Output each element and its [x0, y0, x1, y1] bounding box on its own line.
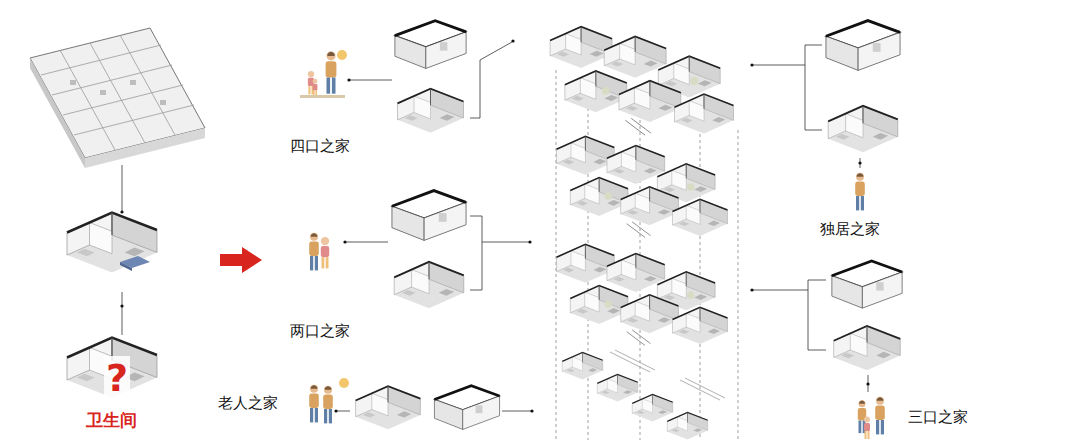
ground-level [562, 350, 725, 439]
module-room [398, 89, 464, 133]
module-box [832, 261, 902, 308]
housing-cluster [550, 27, 733, 135]
family-label: 三口之家 [906, 408, 970, 426]
module-box [392, 191, 466, 241]
family-label: 四口之家 [288, 137, 352, 155]
bathroom-label: 卫生间 [84, 410, 139, 430]
red-arrow [220, 247, 262, 273]
module-box [434, 386, 499, 430]
room-module [67, 213, 157, 273]
module-room [834, 326, 901, 370]
module-room [356, 386, 421, 429]
family-label: 老人之家 [216, 394, 280, 412]
housing-cluster [557, 136, 728, 237]
question-mark: ? [104, 356, 130, 402]
housing-cluster [557, 244, 728, 345]
module-box [826, 21, 900, 71]
family-label: 独居之家 [818, 220, 882, 238]
module-room [828, 106, 898, 152]
bed [120, 256, 150, 271]
building-slab [30, 28, 205, 168]
module-box [395, 21, 466, 69]
module-room [394, 262, 464, 308]
family-label: 两口之家 [288, 322, 352, 340]
